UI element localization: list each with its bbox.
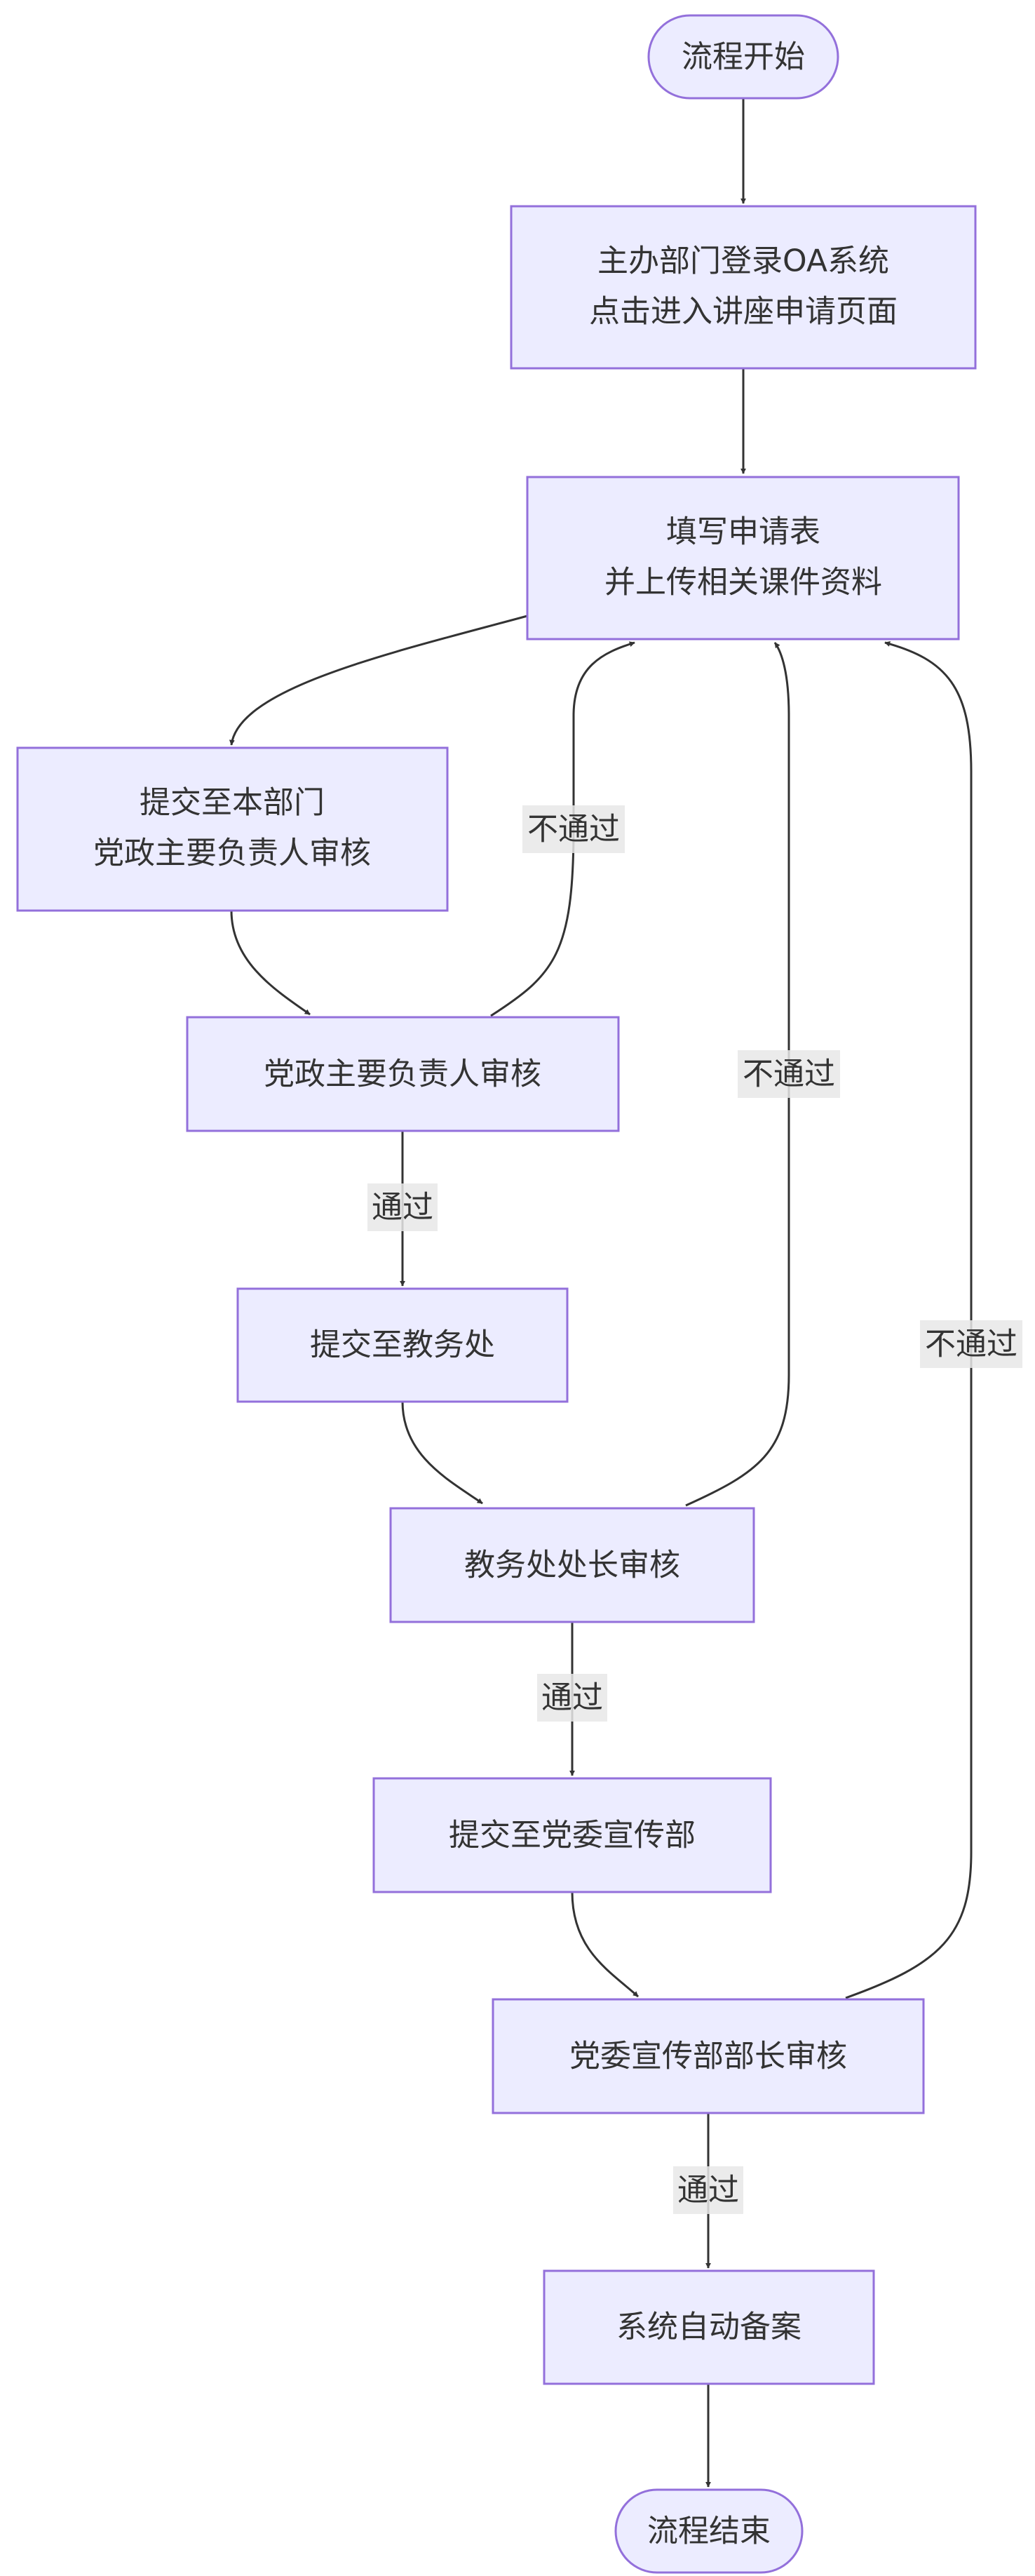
node-label-line2: 点击进入讲座申请页面 [589, 294, 898, 330]
edge-label-academic-pass: 通过 [537, 1674, 607, 1722]
node-label-line2: 并上传相关课件资料 [604, 565, 882, 601]
edge-propaganda-review-fail-to-fill [845, 641, 973, 1999]
edge-label-text: 通过 [541, 1680, 603, 1716]
edge-line [229, 615, 528, 746]
edge-label-text: 通过 [677, 2173, 739, 2208]
edge-line [845, 641, 973, 1999]
edge-dept-review-fail-to-fill [490, 641, 635, 1017]
edge-label-propaganda-fail: 不通过 [920, 1320, 1022, 1368]
node-label-line1: 填写申请表 [666, 514, 820, 550]
edge-label-text: 不通过 [925, 1327, 1017, 1362]
node-label: 教务处处长审核 [464, 1548, 680, 1583]
edge-label-dept-fail: 不通过 [522, 805, 625, 853]
edge-submit-propaganda-to-propaganda-review [571, 1891, 640, 1998]
node-label: 系统自动备案 [616, 2309, 801, 2345]
node-label-line1: 主办部门登录OA系统 [597, 243, 889, 279]
node-label: 提交至党委宣传部 [449, 1818, 696, 1853]
edge-submit-academic-to-academic-review [401, 1401, 483, 1505]
node-academic-review: 教务处处长审核 [389, 1507, 755, 1623]
edge-line [401, 1401, 483, 1505]
node-label: 党委宣传部部长审核 [569, 2039, 847, 2074]
node-submit-academic: 提交至教务处 [236, 1287, 569, 1403]
node-start: 流程开始 [647, 14, 839, 100]
node-login-oa: 主办部门登录OA系统 点击进入讲座申请页面 [510, 205, 977, 370]
edge-line [490, 641, 635, 1017]
edge-label-text: 不通过 [527, 812, 620, 847]
edge-label-propaganda-pass: 通过 [673, 2166, 743, 2214]
node-propaganda-review: 党委宣传部部长审核 [492, 1998, 925, 2114]
edge-line [685, 642, 790, 1507]
node-submit-propaganda: 提交至党委宣传部 [372, 1777, 772, 1893]
edge-label-text: 通过 [372, 1190, 433, 1226]
node-label: 流程结束 [647, 2514, 771, 2549]
edge-line [230, 910, 311, 1016]
edge-line [571, 1891, 640, 1998]
node-archive: 系统自动备案 [543, 2269, 875, 2385]
node-submit-dept: 提交至本部门 党政主要负责人审核 [16, 746, 449, 912]
edge-submit-dept-to-dept-review [230, 910, 311, 1016]
edge-fill-to-submit-dept [229, 615, 528, 746]
edge-label-academic-fail: 不通过 [738, 1050, 840, 1098]
edge-academic-review-fail-to-fill [685, 642, 790, 1507]
node-label: 党政主要负责人审核 [264, 1056, 541, 1092]
node-label: 提交至教务处 [310, 1327, 495, 1363]
edge-label-dept-pass: 通过 [367, 1183, 438, 1231]
node-dept-review: 党政主要负责人审核 [186, 1016, 620, 1132]
edge-label-text: 不通过 [743, 1056, 835, 1092]
node-end: 流程结束 [614, 2488, 804, 2574]
node-label-line2: 党政主要负责人审核 [93, 836, 371, 871]
node-label: 流程开始 [682, 39, 805, 75]
node-fill-application: 填写申请表 并上传相关课件资料 [526, 476, 960, 640]
node-label-line1: 提交至本部门 [140, 785, 325, 821]
